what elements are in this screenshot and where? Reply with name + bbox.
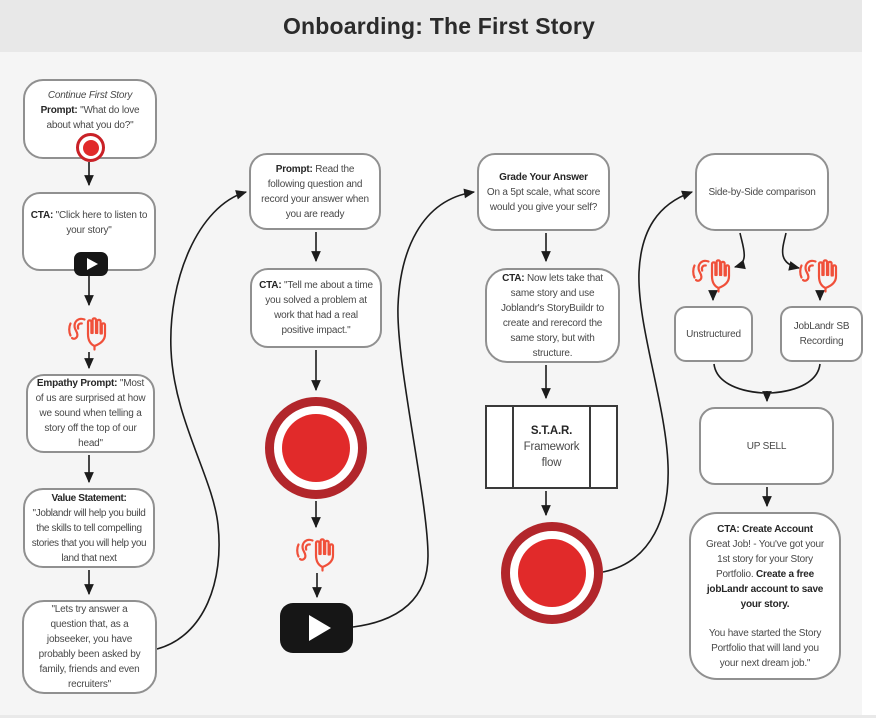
node-text: S.T.A.R.Framework flow	[523, 425, 580, 469]
node-text: "Lets try answer a question that, as a j…	[38, 604, 141, 690]
listen-icon[interactable]	[296, 538, 335, 572]
node-lets-try-answer[interactable]: "Lets try answer a question that, as a j…	[22, 600, 157, 694]
record-disc	[282, 414, 350, 482]
connector-sbs-left	[733, 232, 746, 270]
node-text: CTA: Now lets take that same story and u…	[500, 272, 605, 359]
node-empathy-prompt[interactable]: Empathy Prompt: "Most of us are surprise…	[26, 374, 155, 453]
page-title: Onboarding: The First Story	[282, 12, 596, 39]
connector-joblandr-merge	[770, 363, 821, 394]
listen-icon[interactable]	[68, 317, 107, 351]
play-triangle	[308, 615, 331, 641]
predefined-process-bar-left	[512, 407, 514, 487]
connector-sbs-right	[781, 232, 801, 271]
node-text: CTA: Create Account Great Job! - You've …	[701, 522, 829, 671]
node-text: CTA: "Click here to listen to your story…	[30, 210, 148, 236]
connector-col1-col2	[156, 190, 248, 650]
record-icon[interactable]	[76, 133, 105, 162]
play-icon[interactable]	[280, 603, 353, 653]
node-text: JobLandr SB Recording	[793, 321, 850, 347]
node-text: Value Statement:"Joblandr will help you …	[31, 492, 147, 564]
node-cta-tell-me[interactable]: CTA: "Tell me about a time you solved a …	[250, 268, 382, 348]
node-text: CTA: "Tell me about a time you solved a …	[259, 280, 373, 336]
node-text: Side-by-Side comparison	[708, 186, 816, 198]
record-disc	[82, 139, 99, 156]
node-cta-storybuildr[interactable]: CTA: Now lets take that same story and u…	[485, 268, 620, 363]
node-up-sell[interactable]: UP SELL	[699, 407, 834, 485]
node-cta-create-account[interactable]: CTA: Create Account Great Job! - You've …	[689, 512, 841, 680]
connector-unstructured-merge	[713, 363, 764, 394]
node-side-by-side[interactable]: Side-by-Side comparison	[695, 153, 829, 231]
record-icon[interactable]	[501, 522, 603, 624]
predefined-process-bar-right	[589, 407, 591, 487]
connector-col3-col4	[602, 190, 694, 573]
node-text: Continue First Story Prompt: "What do lo…	[40, 90, 140, 131]
record-icon[interactable]	[265, 397, 367, 499]
node-text: UP SELL	[746, 440, 787, 452]
record-disc	[518, 539, 586, 607]
listen-icon[interactable]	[692, 259, 731, 293]
node-text: Prompt: Read the following question and …	[261, 163, 369, 220]
right-gutter	[862, 0, 876, 718]
node-joblandr-sb[interactable]: JobLandr SB Recording	[780, 306, 863, 362]
node-text-paragraph: You have started the Story Portfolio tha…	[708, 627, 822, 669]
node-unstructured[interactable]: Unstructured	[674, 306, 753, 362]
node-continue-first-story[interactable]: Continue First Story Prompt: "What do lo…	[23, 79, 157, 162]
listen-icon[interactable]	[799, 259, 838, 293]
title-bar: Onboarding: The First Story	[0, 0, 862, 52]
node-text: Unstructured	[686, 328, 741, 340]
play-icon[interactable]	[74, 252, 108, 276]
node-prompt-read[interactable]: Prompt: Read the following question and …	[249, 153, 381, 230]
node-value-statement[interactable]: Value Statement:"Joblandr will help you …	[23, 488, 155, 568]
node-cta-listen[interactable]: CTA: "Click here to listen to your story…	[22, 192, 156, 276]
play-triangle	[87, 258, 98, 270]
bottom-strip	[0, 715, 876, 718]
node-star-framework[interactable]: S.T.A.R.Framework flow	[485, 405, 618, 489]
connector-col2-col3	[352, 188, 476, 628]
node-text: Empathy Prompt: "Most of us are surprise…	[35, 378, 146, 449]
